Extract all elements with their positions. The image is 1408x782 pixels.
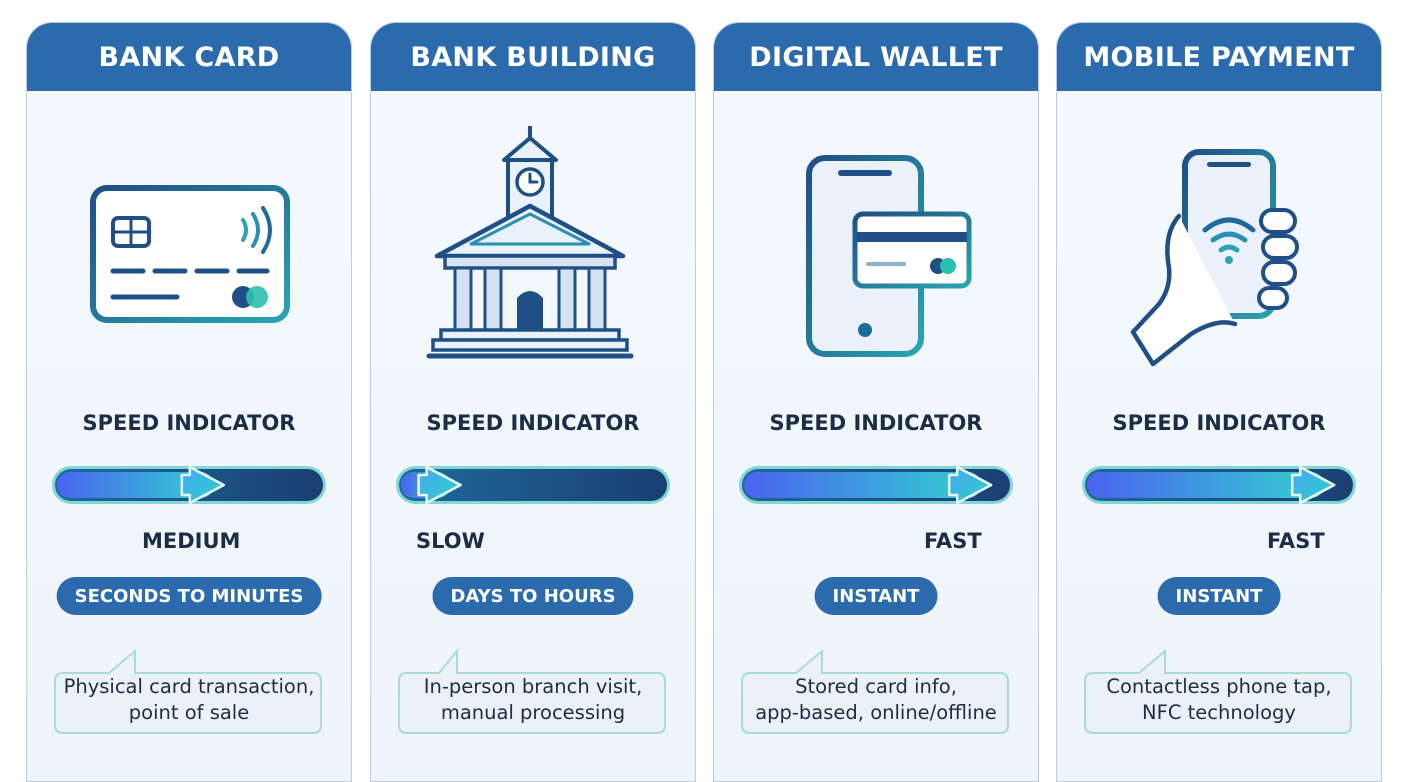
speed-bar <box>738 455 1014 515</box>
card-title: MOBILE PAYMENT <box>1057 23 1381 91</box>
speed-label: MEDIUM <box>142 529 241 553</box>
method-card-bank-card: BANK CARD SPEED INDICATOR MEDIUM SECONDS… <box>26 22 352 782</box>
description-line: Contactless phone tap, <box>1106 675 1332 698</box>
bank-building-icon <box>371 118 695 378</box>
speed-bar <box>51 455 327 515</box>
speed-label: SLOW <box>416 529 485 553</box>
speed-bar-fill <box>57 472 214 498</box>
description-line: In-person branch visit, <box>423 675 643 698</box>
speed-bar <box>1081 455 1357 515</box>
time-badge: SECONDS TO MINUTES <box>56 577 322 615</box>
description-line: manual processing <box>440 701 626 724</box>
bank-card-icon <box>27 118 351 378</box>
card-title: BANK CARD <box>27 23 351 91</box>
description-bubble: Physical card transaction, point of sale <box>51 629 327 739</box>
speed-bar-fill <box>744 472 982 498</box>
card-title: DIGITAL WALLET <box>714 23 1038 91</box>
description-bubble: In-person branch visit, manual processin… <box>395 629 671 739</box>
speed-indicator-title: SPEED INDICATOR <box>426 411 640 435</box>
description-bubble: Stored card info, app-based, online/offl… <box>738 629 1014 739</box>
speed-bar-fill <box>1087 472 1325 498</box>
time-badge: INSTANT <box>814 577 938 615</box>
mobile-payment-icon <box>1057 118 1381 378</box>
time-badge: INSTANT <box>1157 577 1281 615</box>
speed-indicator-title: SPEED INDICATOR <box>1112 411 1326 435</box>
description-line: NFC technology <box>1142 701 1296 724</box>
speed-indicator-title: SPEED INDICATOR <box>769 411 983 435</box>
description-line: Physical card transaction, <box>63 675 315 698</box>
card-title: BANK BUILDING <box>371 23 695 91</box>
speed-label: FAST <box>924 529 982 553</box>
description-line: point of sale <box>128 701 250 724</box>
speed-bar-track <box>399 469 667 501</box>
speed-arrow-icon <box>947 465 993 505</box>
speed-arrow-icon <box>417 465 462 505</box>
description-line: app-based, online/offline <box>755 701 997 724</box>
speed-arrow-icon <box>1290 465 1336 505</box>
method-card-mobile-payment: MOBILE PAYMENT SPEED INDICATOR FAST INST… <box>1056 22 1382 782</box>
speed-arrow-icon <box>180 465 226 505</box>
time-badge: DAYS TO HOURS <box>432 577 634 615</box>
speed-label: FAST <box>1267 529 1325 553</box>
speed-indicator-title: SPEED INDICATOR <box>82 411 296 435</box>
description-bubble: Contactless phone tap, NFC technology <box>1081 629 1357 739</box>
digital-wallet-icon <box>714 118 1038 378</box>
method-card-bank-building: BANK BUILDING SPEED INDICATOR SLOW DAYS … <box>370 22 696 782</box>
speed-bar <box>395 455 671 515</box>
method-card-digital-wallet: DIGITAL WALLET SPEED INDICATOR FAST INST… <box>713 22 1039 782</box>
description-line: Stored card info, <box>795 675 957 698</box>
